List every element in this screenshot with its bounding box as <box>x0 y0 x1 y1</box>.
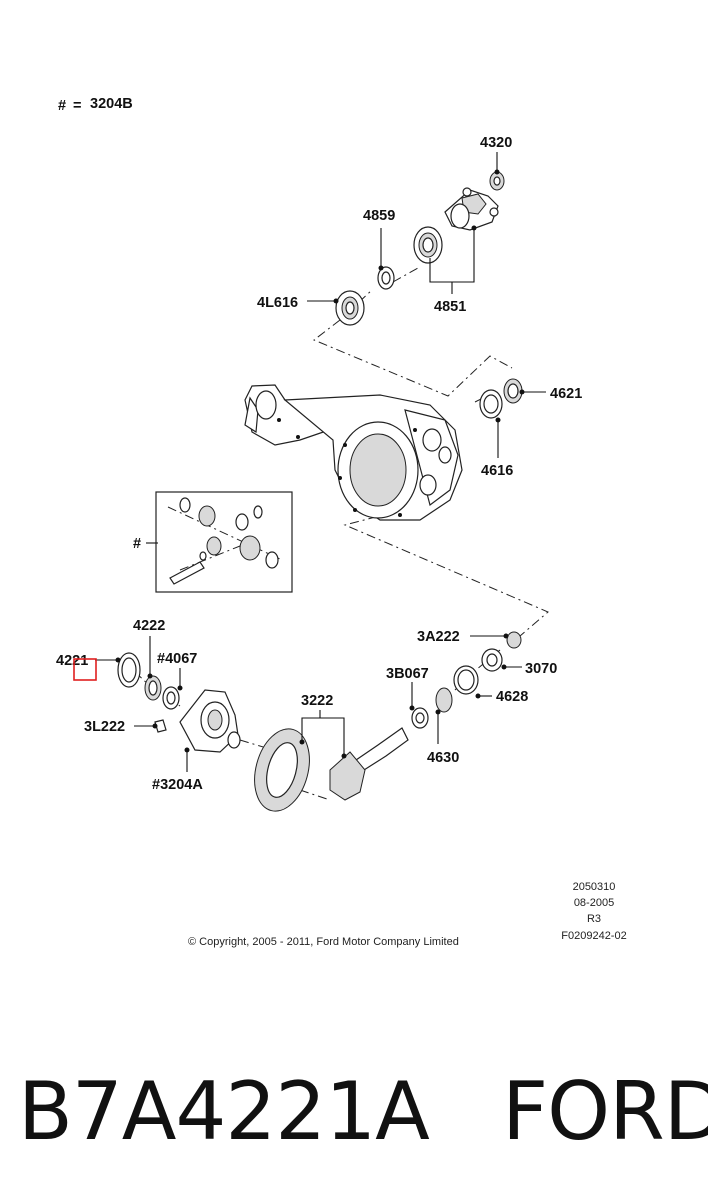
callout-3070[interactable]: 3070 <box>525 661 557 677</box>
pinion-bearing-outer <box>503 378 523 404</box>
pinion-shim-group <box>411 631 522 729</box>
callout-4628[interactable]: 4628 <box>496 689 528 705</box>
differential-gear-kit-inset <box>155 491 293 593</box>
callout-4067[interactable]: #4067 <box>157 651 197 667</box>
legend: # = 3204B <box>58 96 133 114</box>
legend-hash: # <box>58 98 66 114</box>
callout-4222[interactable]: 4222 <box>133 618 165 634</box>
legend-value: 3204B <box>90 96 133 112</box>
callout-4621[interactable]: 4621 <box>550 386 582 402</box>
pinion-bearing-cup-outer <box>335 290 365 326</box>
differential-case <box>179 689 241 753</box>
ring-and-pinion-gear <box>254 727 409 812</box>
exploded-parts-diagram: # = 3204B <box>56 96 627 948</box>
callout-4859[interactable]: 4859 <box>363 208 395 224</box>
callout-3B067[interactable]: 3B067 <box>386 666 429 682</box>
axle-housing <box>244 384 463 521</box>
drawing-date: 08-2005 <box>574 897 614 909</box>
copyright-notice: © Copyright, 2005 - 2011, Ford Motor Com… <box>188 936 459 948</box>
callout-4L616[interactable]: 4L616 <box>257 295 298 311</box>
highlight-box <box>73 658 97 681</box>
oil-slinger <box>377 266 395 290</box>
callout-3A222[interactable]: 3A222 <box>417 629 460 645</box>
drawing-code: 2050310 <box>573 881 616 893</box>
callout-3204A[interactable]: #3204A <box>152 777 203 793</box>
pinion-nut <box>489 171 505 191</box>
callout-3222[interactable]: 3222 <box>301 693 333 709</box>
callout-4221[interactable]: 4221 <box>56 653 88 669</box>
drawing-metadata: 2050310 08-2005 R3 F0209242-02 © Copyrig… <box>188 881 627 948</box>
callout-hash[interactable]: # <box>133 536 141 552</box>
legend-equals: = <box>73 98 81 114</box>
drawing-revision: R3 <box>587 913 601 925</box>
leader-lines <box>95 152 546 772</box>
callout-4630[interactable]: 4630 <box>427 750 459 766</box>
callout-3L222[interactable]: 3L222 <box>84 719 125 735</box>
pinion-bearing-cup <box>479 389 503 419</box>
part-number-caption: B7A4221A FORD <box>18 1065 708 1158</box>
pinion-flange <box>444 187 499 231</box>
callout-4320[interactable]: 4320 <box>480 135 512 151</box>
callout-4851[interactable]: 4851 <box>434 299 466 315</box>
figure-number: F0209242-02 <box>561 930 626 942</box>
pinion-seal <box>413 226 443 264</box>
differential-bearing-group <box>117 652 180 733</box>
callout-labels: 4320 4859 4L616 4851 4621 4616 # 4222 42… <box>56 135 582 793</box>
callout-4616[interactable]: 4616 <box>481 463 513 479</box>
